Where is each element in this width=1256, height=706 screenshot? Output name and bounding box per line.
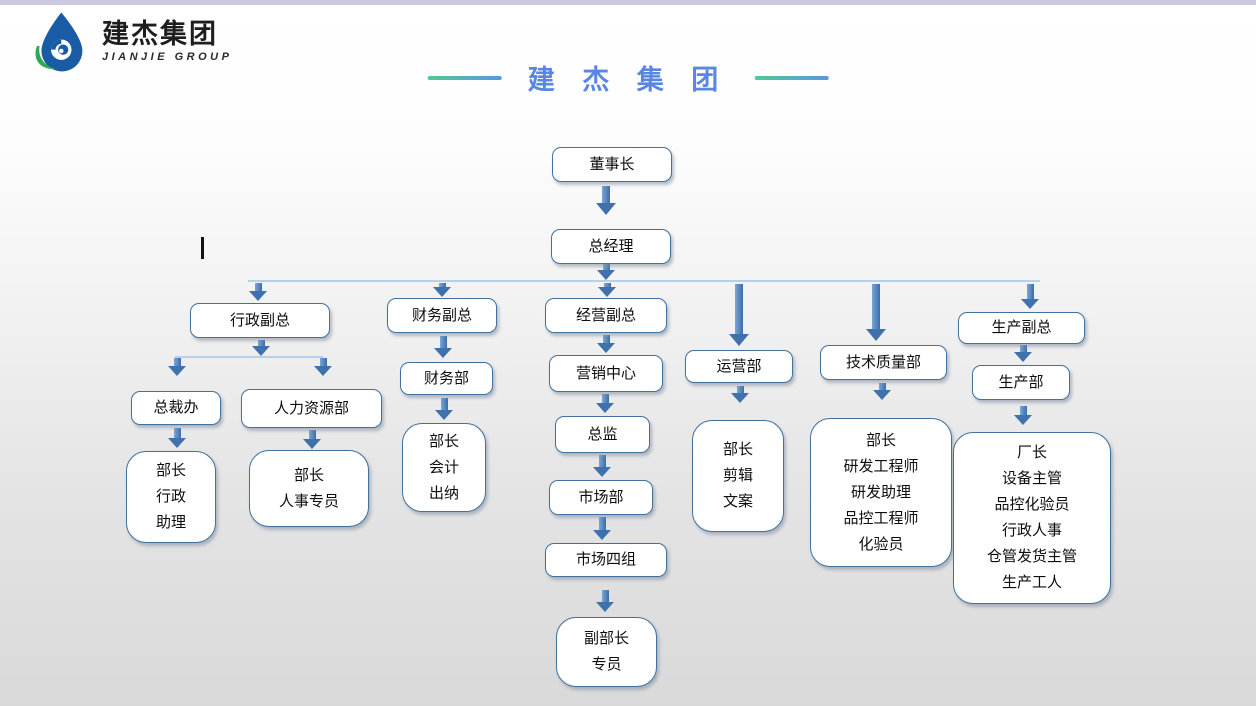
org-node-marketing-director: 总监 (555, 416, 650, 453)
org-node-admin-office-staff: 部长 行政 助理 (126, 451, 216, 543)
arrow-marketing-to-director-icon (596, 394, 614, 413)
arrow-director-to-market-dept-icon (593, 455, 611, 477)
arrow-split-to-president-office-icon (168, 358, 186, 376)
arrow-gm-to-line-icon (597, 264, 615, 280)
org-node-chairman: 董事长 (552, 147, 672, 182)
arrow-line-to-tech-quality-icon (866, 284, 886, 341)
org-node-market-group4: 市场四组 (545, 543, 667, 577)
arrow-operations-dept-to-staff-icon (731, 386, 749, 403)
arrow-finance-dept-to-staff-icon (435, 398, 453, 420)
logo-text-block: 建杰集团 JIANJIE GROUP (102, 21, 232, 63)
org-node-finance-staff: 部长 会计 出纳 (402, 423, 486, 512)
arrow-president-office-to-staff-icon (168, 428, 186, 448)
admin-split-line (175, 356, 323, 358)
org-node-operations-staff: 部长 剪辑 文案 (692, 420, 784, 532)
org-node-marketing-center: 营销中心 (549, 355, 663, 392)
page-title: 建 杰 集 团 (527, 65, 729, 95)
arrow-line-to-production-vp-icon (1021, 284, 1039, 309)
org-node-finance-vp: 财务副总 (387, 298, 497, 333)
arrow-production-dept-to-staff-icon (1014, 406, 1032, 425)
arrow-finance-vp-to-dept-icon (434, 336, 452, 358)
arrow-production-vp-to-dept-icon (1014, 345, 1032, 362)
title-row: 建 杰 集 团 (427, 58, 829, 97)
company-logo: 建杰集团 JIANJIE GROUP (28, 10, 232, 74)
title-decor-line-right (754, 75, 829, 80)
org-node-production-dept: 生产部 (972, 365, 1070, 400)
logo-name: 建杰集团 (102, 19, 218, 49)
org-node-operations-dept: 运营部 (685, 350, 793, 383)
arrow-business-vp-to-marketing-icon (597, 335, 615, 353)
logo-subtitle: JIANJIE GROUP (102, 51, 233, 63)
cursor-artifact (201, 237, 204, 259)
title-decor-line-left (427, 75, 502, 80)
org-node-production-staff: 厂长 设备主管 品控化验员 行政人事 仓管发货主管 生产工人 (953, 432, 1111, 604)
arrow-tech-quality-to-staff-icon (873, 383, 891, 400)
water-drop-logo-icon (35, 12, 83, 72)
arrow-line-to-operations-dept-icon (729, 284, 749, 346)
arrow-line-to-business-vp-icon (598, 283, 616, 297)
arrow-line-to-admin-vp-icon (249, 283, 267, 301)
arrow-group4-to-market-staff-icon (596, 590, 614, 612)
arrow-split-to-hr-dept-icon (314, 358, 332, 376)
org-node-admin-vp: 行政副总 (190, 303, 330, 338)
org-node-hr-dept: 人力资源部 (241, 389, 382, 428)
org-node-production-vp: 生产副总 (958, 312, 1085, 344)
arrow-admin-vp-to-split-icon (252, 340, 270, 356)
arrow-line-to-finance-vp-icon (433, 283, 451, 297)
org-node-tech-quality-dept: 技术质量部 (820, 345, 947, 380)
arrow-market-dept-to-group4-icon (593, 517, 611, 540)
org-node-tech-quality-staff: 部长 研发工程师 研发助理 品控工程师 化验员 (810, 418, 952, 567)
org-node-business-vp: 经营副总 (545, 298, 667, 333)
org-node-market-staff: 副部长 专员 (556, 617, 657, 687)
org-node-finance-dept: 财务部 (400, 362, 493, 395)
arrow-chairman-to-gm-icon (596, 186, 616, 215)
org-node-general-manager: 总经理 (551, 229, 671, 264)
top-strip (0, 0, 1256, 5)
org-node-president-office: 总裁办 (131, 391, 221, 425)
org-node-hr-staff: 部长 人事专员 (249, 450, 369, 527)
main-connector-line (248, 280, 1040, 282)
org-node-market-dept: 市场部 (549, 480, 653, 515)
arrow-hr-dept-to-staff-icon (303, 430, 321, 449)
